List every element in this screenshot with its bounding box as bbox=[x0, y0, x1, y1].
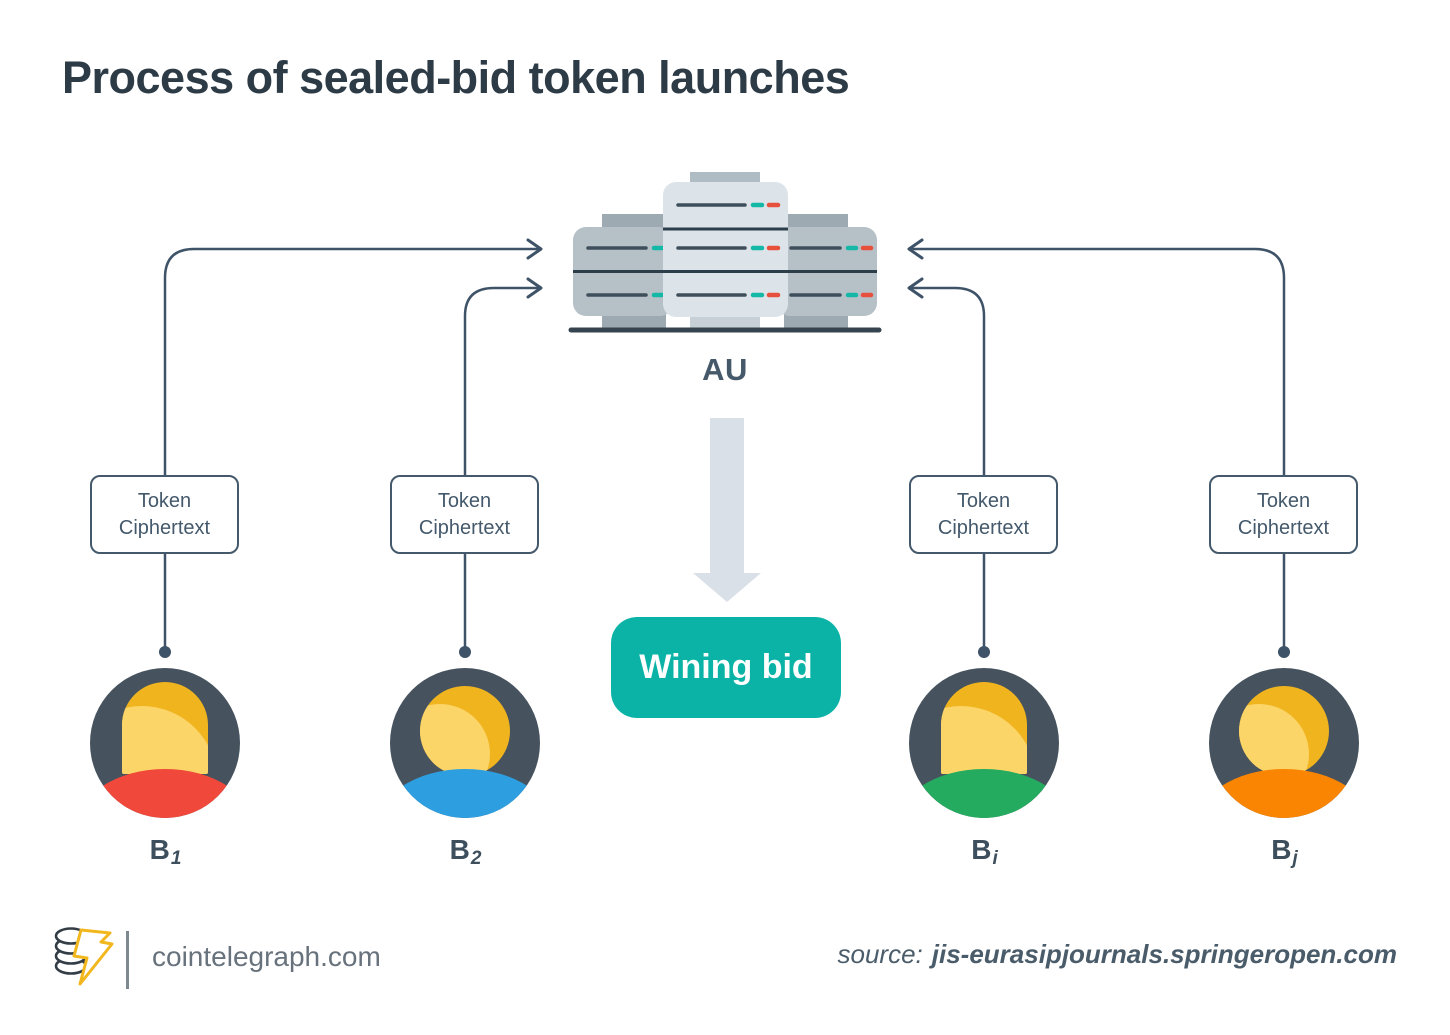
token-box-line2: Ciphertext bbox=[1237, 516, 1330, 539]
bidder-subscript: j bbox=[1292, 848, 1298, 869]
connector-bj-to-au bbox=[908, 247, 1286, 652]
avatar-head bbox=[420, 686, 510, 776]
avatar-face bbox=[941, 706, 1027, 774]
arrowhead-left-icon bbox=[907, 277, 924, 299]
token-ciphertext-box-b2: Token Ciphertext bbox=[390, 475, 539, 554]
footer-divider bbox=[126, 931, 129, 989]
au-server-icon bbox=[568, 172, 882, 333]
token-box-line2: Ciphertext bbox=[937, 516, 1030, 539]
cointelegraph-logo-icon bbox=[54, 927, 114, 986]
down-arrow-icon bbox=[693, 418, 761, 602]
winning-bid-label: Wining bid bbox=[639, 648, 813, 686]
lightning-bolt-icon bbox=[72, 928, 114, 986]
bidder-label-bj: Bj bbox=[1271, 834, 1298, 869]
token-box-line2: Ciphertext bbox=[418, 516, 511, 539]
connector-b1-to-au bbox=[163, 247, 542, 652]
connector-dot bbox=[978, 646, 990, 658]
bidder-subscript: 1 bbox=[170, 848, 182, 869]
bidder-label-bi: Bi bbox=[971, 834, 998, 869]
connector-dot bbox=[159, 646, 171, 658]
token-box-line1: Token bbox=[1256, 489, 1311, 512]
source-credit: source: jis-eurasipjournals.springeropen.… bbox=[838, 939, 1398, 970]
bidder-subscript: 2 bbox=[470, 848, 482, 869]
arrowhead-right-icon bbox=[526, 277, 543, 299]
bidder-avatar-bj bbox=[1209, 668, 1359, 818]
connector-bi-to-au bbox=[908, 286, 986, 652]
avatar-head bbox=[1239, 686, 1329, 776]
avatar-shirt bbox=[390, 769, 540, 818]
arrowhead-left-icon bbox=[907, 238, 924, 260]
token-box-line2: Ciphertext bbox=[118, 516, 211, 539]
winning-bid-badge: Wining bid bbox=[611, 617, 841, 718]
avatar-face bbox=[1239, 704, 1309, 776]
avatar-hair bbox=[941, 682, 1027, 774]
token-ciphertext-box-bj: Token Ciphertext bbox=[1209, 475, 1358, 554]
connector-dot bbox=[459, 646, 471, 658]
bidder-label-b2: B2 bbox=[449, 834, 482, 869]
avatar-shirt bbox=[909, 769, 1059, 818]
token-box-line1: Token bbox=[437, 489, 492, 512]
source-prefix: source: bbox=[837, 939, 923, 969]
au-server-label: AU bbox=[702, 352, 748, 387]
token-ciphertext-box-bi: Token Ciphertext bbox=[909, 475, 1058, 554]
arrowhead-right-icon bbox=[526, 238, 543, 260]
avatar-face bbox=[122, 706, 208, 774]
token-box-line1: Token bbox=[956, 489, 1011, 512]
connector-dot bbox=[1278, 646, 1290, 658]
avatar-shirt bbox=[90, 769, 240, 818]
bidder-label-b1: B1 bbox=[149, 834, 182, 869]
avatar-hair bbox=[122, 682, 208, 774]
page-title: Process of sealed-bid token launches bbox=[62, 52, 850, 103]
connector-b2-to-au bbox=[463, 286, 542, 652]
token-box-line1: Token bbox=[137, 489, 192, 512]
bidder-avatar-b1 bbox=[90, 668, 240, 818]
bidder-subscript: i bbox=[992, 848, 998, 869]
avatar-face bbox=[420, 704, 490, 776]
bidder-avatar-bi bbox=[909, 668, 1059, 818]
bidder-avatar-b2 bbox=[390, 668, 540, 818]
site-credit: cointelegraph.com bbox=[152, 941, 381, 972]
source-domain: jis-eurasipjournals.springeropen.com bbox=[931, 939, 1397, 969]
token-ciphertext-box-b1: Token Ciphertext bbox=[90, 475, 239, 554]
avatar-shirt bbox=[1209, 769, 1359, 818]
